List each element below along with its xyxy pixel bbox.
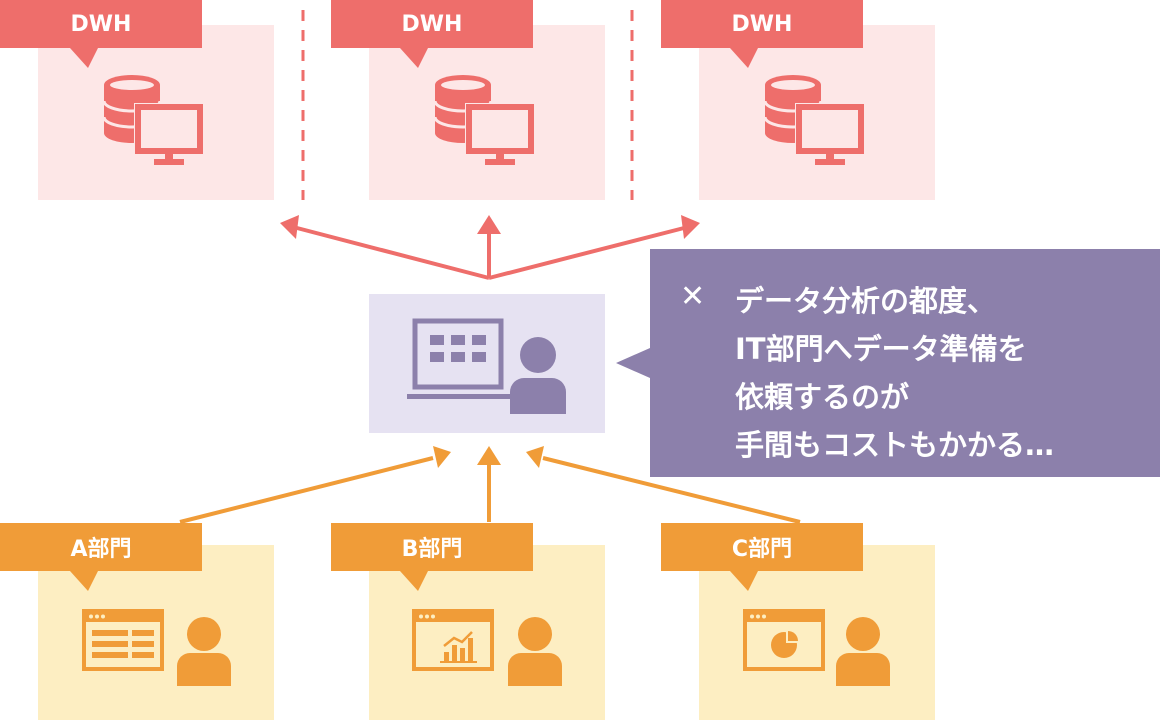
callout-line: 手間もコストもかかる…: [735, 428, 1055, 462]
database-monitor-icon: [104, 75, 204, 165]
dwh-label: DWH: [731, 11, 793, 37]
callout-text: データ分析の都度、 IT部門へデータ準備を 依頼するのが 手間もコストもかかる…: [735, 277, 1054, 469]
person-icon: [177, 617, 231, 686]
dwh-tag-2: DWH: [331, 0, 533, 48]
dwh-label: DWH: [401, 11, 463, 37]
callout-line: 依頼するのが: [735, 380, 910, 414]
department-tag-b: B部門: [331, 523, 533, 571]
dwh-tag-3: DWH: [661, 0, 863, 48]
arrows-to-dwh: [296, 226, 685, 280]
department-tag-c: C部門: [661, 523, 863, 571]
cross-icon: ✕: [680, 279, 706, 314]
dwh-label: DWH: [70, 11, 132, 37]
department-tag-a: A部門: [0, 523, 202, 571]
database-monitor-icon: [765, 75, 865, 165]
dwh-tag-1: DWH: [0, 0, 202, 48]
callout-line: IT部門へデータ準備を: [735, 332, 1027, 366]
database-monitor-icon: [435, 75, 535, 165]
person-icon: [836, 617, 890, 686]
person-icon: [508, 617, 562, 686]
department-label: B部門: [401, 537, 463, 562]
callout-line: データ分析の都度、: [735, 284, 997, 318]
callout-bubble: ✕ データ分析の都度、 IT部門へデータ準備を 依頼するのが 手間もコストもかか…: [650, 249, 1160, 477]
pie-chart-window-icon: [743, 609, 825, 671]
department-label: C部門: [731, 537, 793, 562]
bar-chart-window-icon: [412, 609, 494, 671]
department-label: A部門: [70, 537, 132, 562]
presenter-screen-icon: [407, 318, 566, 414]
table-window-icon: [82, 609, 164, 671]
arrows-to-it: [179, 456, 801, 524]
